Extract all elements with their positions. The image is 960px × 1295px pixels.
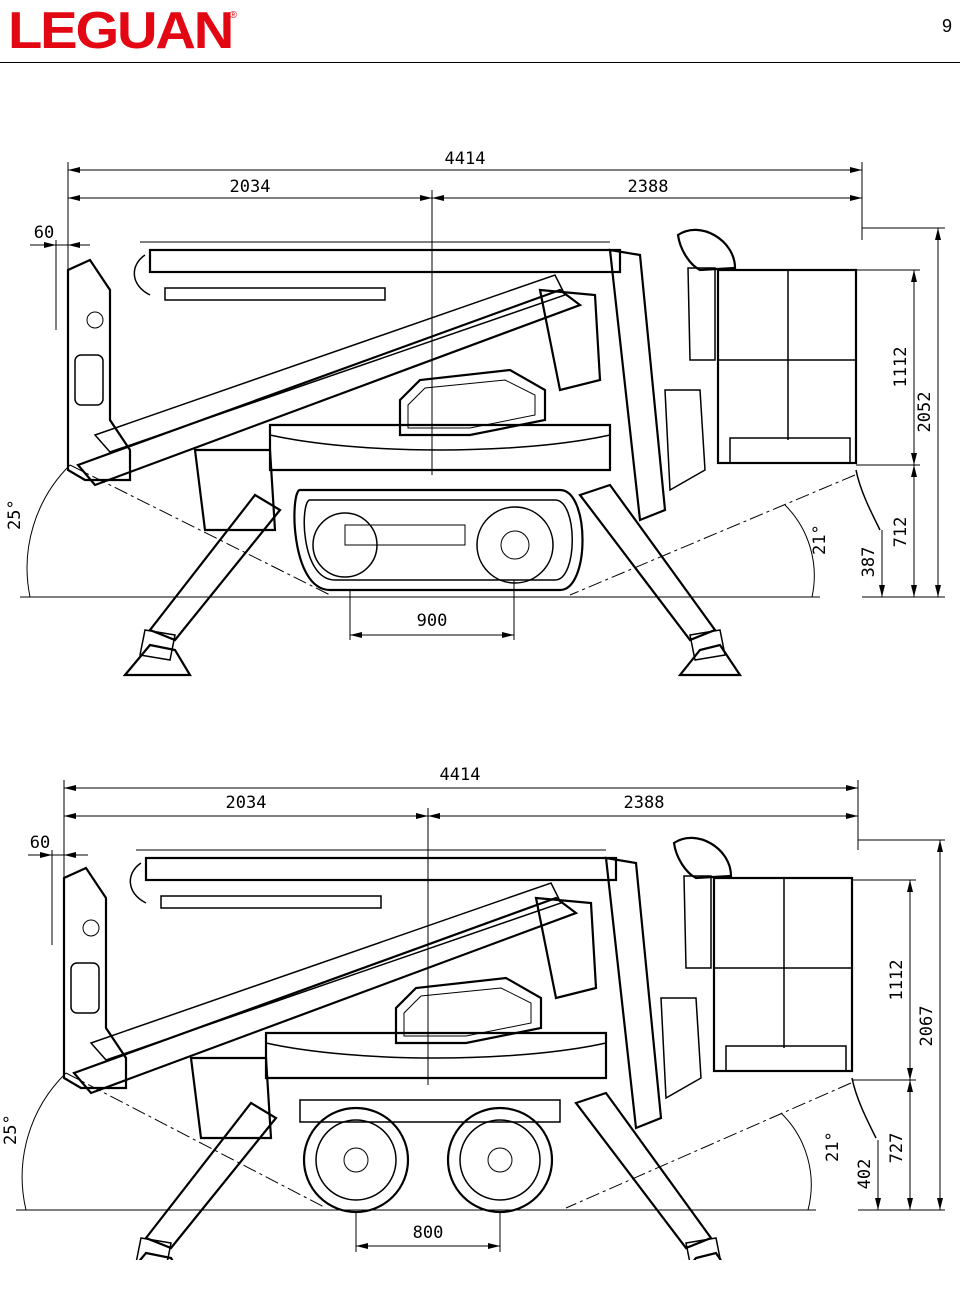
dim-rear-length: 2388 [624, 793, 665, 813]
base-width-dimension: 900 [349, 580, 515, 640]
brand-name: LEGUAN [8, 2, 234, 60]
page-header: LEGUAN ® 9 [0, 0, 960, 64]
page-number: 9 [941, 16, 952, 36]
dim-total-height: 2067 [917, 1006, 937, 1047]
dim-base-width: 800 [413, 1223, 444, 1243]
vertical-dimensions: 1112 2067 727 402 [852, 839, 945, 1211]
offset-dimension: 60 [30, 223, 90, 330]
drawing-tracked: 4414 2034 2388 60 [5, 149, 945, 677]
dim-platform-height: 1112 [887, 960, 907, 1001]
split-dimension: 2034 2388 [64, 793, 858, 1085]
dim-lower-height: 712 [891, 517, 911, 548]
base-width-dimension: 800 [355, 1212, 501, 1252]
machine-outline [66, 228, 881, 677]
dim-ground-clearance: 402 [855, 1159, 875, 1190]
leguan-logo: LEGUAN ® [8, 2, 237, 60]
dim-offset: 60 [30, 833, 50, 853]
dim-base-width: 900 [417, 611, 448, 631]
offset-dimension: 60 [28, 833, 88, 945]
dim-platform-angle: 21° [810, 524, 830, 555]
dim-overall-length: 4414 [445, 149, 486, 169]
angle-annotations: 25° 21° [5, 464, 856, 598]
vertical-dimensions: 1112 2052 712 387 [856, 227, 945, 598]
dim-outrigger-angle: 25° [1, 1114, 21, 1145]
header-rule [0, 62, 960, 63]
dim-rear-length: 2388 [628, 177, 669, 197]
dim-total-height: 2052 [915, 392, 935, 433]
split-dimension: 2034 2388 [68, 177, 862, 475]
machine-outline [62, 836, 877, 1260]
dim-ground-clearance: 387 [859, 547, 879, 578]
dim-outrigger-angle: 25° [5, 499, 25, 530]
drawing-wheeled: 4414 2034 2388 60 [1, 765, 945, 1260]
dim-overall-length: 4414 [440, 765, 481, 785]
overall-dimension: 4414 [67, 149, 863, 280]
dim-platform-angle: 21° [823, 1131, 843, 1162]
dim-front-length: 2034 [230, 177, 271, 197]
dim-front-length: 2034 [226, 793, 267, 813]
dim-platform-height: 1112 [891, 347, 911, 388]
dim-offset: 60 [34, 223, 54, 243]
registered-mark: ® [229, 10, 237, 21]
dim-lower-height: 727 [887, 1133, 907, 1164]
angle-annotations: 25° 21° [1, 1072, 852, 1211]
